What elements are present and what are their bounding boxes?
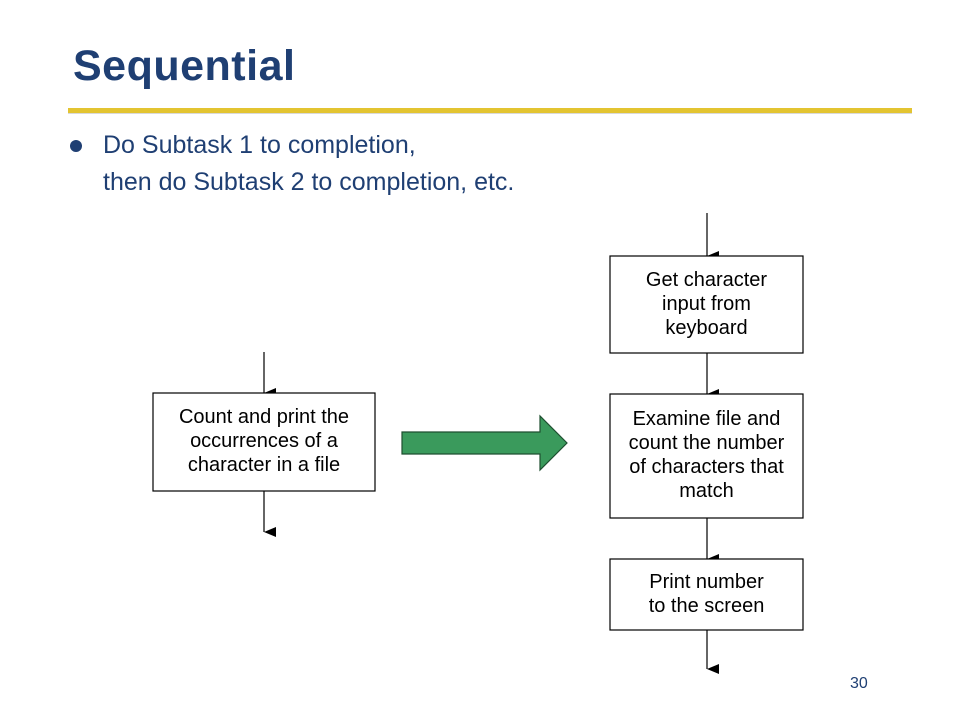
step-3-text: Print number to the screen: [610, 570, 803, 618]
step-3-line-1: Print number: [649, 571, 764, 593]
step-1-line-1: Get character: [645, 269, 768, 291]
bullet-text: Do Subtask 1 to completion, then do Subt…: [103, 127, 514, 201]
step-1-line-3: keyboard: [665, 317, 748, 339]
step-2-box: [609, 393, 804, 519]
bullet-line-1: Do Subtask 1 to completion,: [103, 131, 416, 159]
step-2-line-2: count the number: [628, 432, 785, 454]
bullet-line-2: then do Subtask 2 to completion, etc.: [103, 168, 515, 196]
task-box: [152, 392, 376, 492]
step-1-line-2: input from: [662, 293, 751, 315]
transition-arrow-icon: [401, 414, 568, 472]
task-box-line-3: character in a file: [187, 454, 341, 476]
task-box-line-2: occurrences of a: [190, 430, 338, 452]
page-number: 30: [850, 675, 868, 692]
slide-title: Sequential: [73, 42, 296, 90]
task-box-text: Count and print the occurrences of a cha…: [153, 405, 375, 477]
title-underline-shadow: [68, 113, 912, 114]
step-1-text: Get character input from keyboard: [610, 268, 803, 340]
step-2-text: Examine file and count the number of cha…: [610, 407, 803, 503]
step-2-line-4: match: [679, 480, 734, 502]
title-underline: [68, 108, 912, 113]
step-2-line-1: Examine file and: [632, 408, 781, 430]
step-2-line-3: of characters that: [629, 456, 784, 478]
task-box-line-1: Count and print the: [178, 406, 350, 428]
step-3-line-2: to the screen: [648, 595, 765, 617]
bullet-dot: [70, 140, 82, 152]
